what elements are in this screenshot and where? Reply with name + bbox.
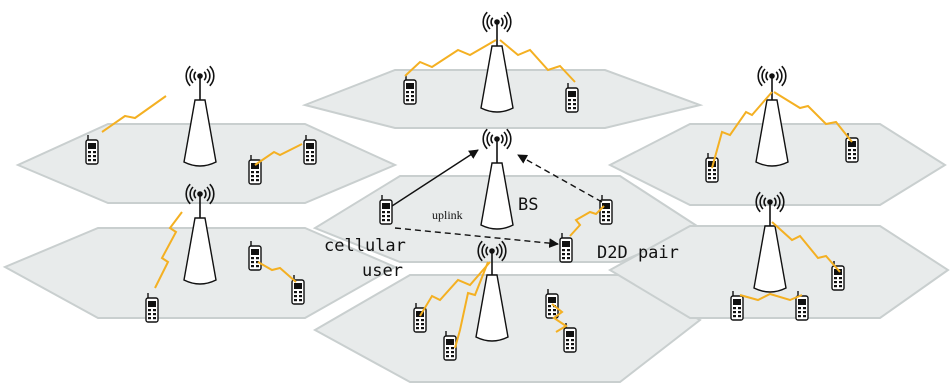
- mobile-phone-icon: [845, 133, 859, 163]
- mobile-phone-icon: [559, 233, 573, 263]
- interference-arrow-d2d-to-bs: [517, 154, 603, 203]
- wireless-link: [569, 205, 605, 237]
- cell-tower-icon: [753, 191, 787, 293]
- mobile-phone-icon: [565, 83, 579, 113]
- mobile-phone-icon: [248, 241, 262, 271]
- wireless-link: [739, 292, 803, 302]
- wireless-link: [499, 39, 576, 83]
- mobile-phone-icon: [705, 153, 719, 183]
- mobile-phone-icon: [379, 195, 393, 225]
- cell-tower-icon: [480, 11, 514, 113]
- bs-label: BS: [518, 195, 538, 215]
- mobile-phone-icon: [85, 135, 99, 165]
- cell-tower-icon: [475, 240, 509, 342]
- mobile-phone-icon: [730, 291, 744, 321]
- mobile-phone-icon: [413, 303, 427, 333]
- uplink-arrow: [391, 149, 479, 207]
- wireless-links: [101, 39, 853, 349]
- mobile-phone-icon: [403, 75, 417, 105]
- wireless-link: [404, 39, 497, 77]
- wireless-link: [773, 91, 853, 143]
- cell-tower-icon: [183, 183, 217, 285]
- mobile-phone-icon: [145, 293, 159, 323]
- mobile-phone-icon: [291, 275, 305, 305]
- cell-hex-bottom-center: [312, 274, 702, 383]
- signal-arrows: [391, 149, 603, 249]
- mobile-phone-icon: [303, 135, 317, 165]
- wireless-link: [771, 221, 841, 273]
- wireless-link: [454, 261, 489, 349]
- mobile-phone-icon: [443, 331, 457, 361]
- uplink-label: uplink: [432, 208, 463, 222]
- cell-tower-icon: [183, 65, 217, 167]
- user-devices: [85, 75, 859, 361]
- labels: BS uplink cellular user D2D pair: [324, 195, 679, 281]
- wireless-link: [101, 95, 167, 133]
- mobile-phone-icon: [545, 289, 559, 319]
- wireless-link: [419, 261, 491, 317]
- interference-arrow-cellular-to-d2d: [394, 227, 559, 249]
- wireless-link: [551, 303, 568, 333]
- cell-tower-icon: [755, 65, 789, 167]
- wireless-link: [154, 211, 183, 289]
- mobile-phone-icon: [563, 323, 577, 353]
- wireless-link: [257, 261, 297, 283]
- mobile-phone-icon: [248, 155, 262, 185]
- d2d-pair-label: D2D pair: [597, 243, 679, 263]
- mobile-phone-icon: [831, 261, 845, 291]
- base-stations: [183, 11, 789, 342]
- cellular-user-label-line2: user: [362, 261, 403, 281]
- wireless-link: [711, 91, 773, 169]
- wireless-link: [254, 143, 303, 166]
- cell-tower-icon: [480, 128, 514, 230]
- cellular-user-label-line1: cellular: [324, 236, 406, 256]
